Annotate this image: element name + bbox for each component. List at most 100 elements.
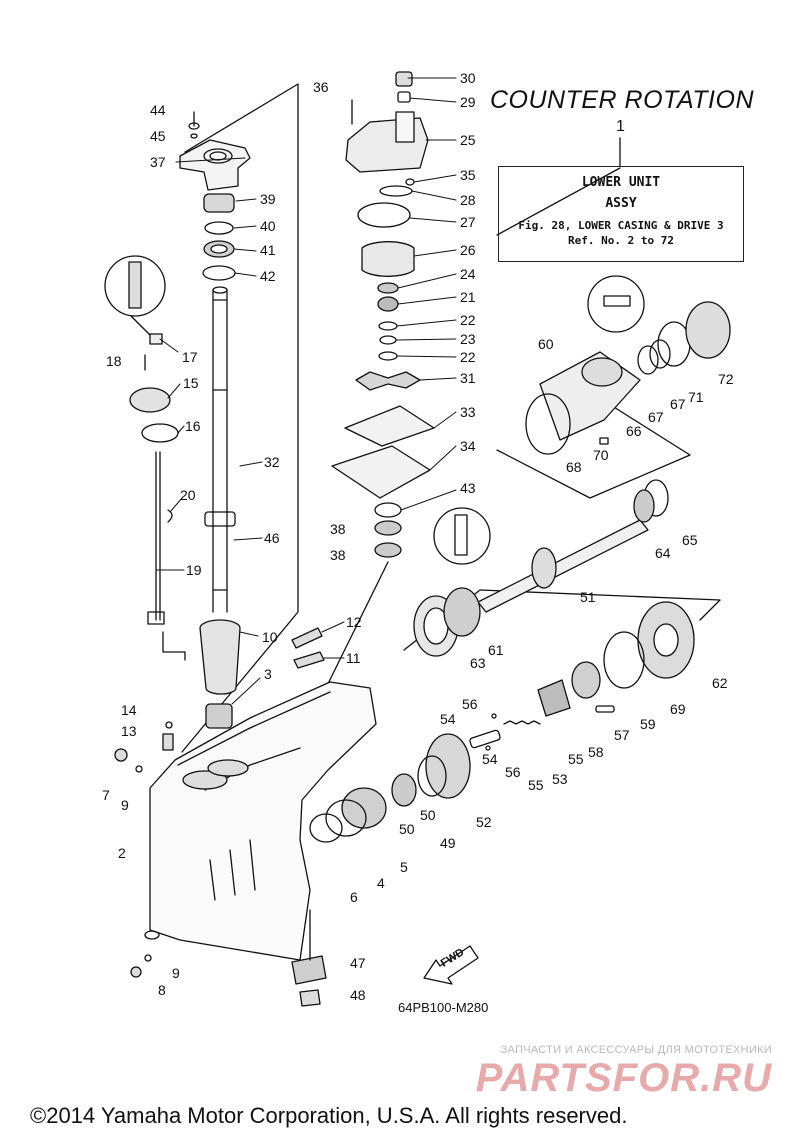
part-number: 8 [158, 982, 166, 998]
part-number: 67 [670, 396, 686, 412]
part-number: 32 [264, 454, 280, 470]
part-number: 30 [460, 70, 476, 86]
part-number: 53 [552, 771, 568, 787]
lower-casing [144, 681, 377, 961]
part-number: 12 [346, 614, 362, 630]
drive-shaft [204, 286, 236, 613]
part-number: 9 [172, 965, 180, 981]
part-number: 28 [460, 192, 476, 208]
part-number: 25 [460, 132, 476, 148]
part-number: 22 [460, 349, 476, 365]
part-number: 5 [400, 859, 408, 875]
part-number: 47 [350, 955, 366, 971]
part-number: 54 [482, 751, 498, 767]
part-number: 21 [460, 289, 476, 305]
callout-line-1: LOWER UNIT [581, 175, 661, 190]
part-number: 39 [260, 191, 276, 207]
part-number: 55 [528, 777, 544, 793]
part-number: 3 [264, 666, 272, 682]
part-number: 61 [488, 642, 504, 658]
part-number: 35 [460, 167, 476, 183]
part-number: 13 [121, 723, 137, 739]
part-number: 45 [150, 128, 166, 144]
part-number: 43 [460, 480, 476, 496]
part-number: 11 [346, 650, 361, 666]
part-number: 70 [593, 447, 609, 463]
gear-set [537, 601, 695, 717]
reverse-gear-assy [391, 713, 541, 807]
part-number: 56 [462, 696, 478, 712]
part-number: 26 [460, 242, 476, 258]
watermark-tagline: ЗАПЧАСТИ И АКСЕССУАРЫ ДЛЯ МОТОТЕХНИКИ [500, 1044, 772, 1056]
part-number: 62 [712, 675, 728, 691]
part-number: 42 [260, 268, 276, 284]
part-number: 66 [626, 423, 642, 439]
part-number: 33 [460, 404, 476, 420]
part-number: 36 [313, 79, 329, 95]
part-number: 65 [682, 532, 698, 548]
part-number: 18 [106, 353, 122, 369]
sleeves [199, 619, 325, 729]
propeller-shaft [413, 479, 669, 657]
part-number: 60 [538, 336, 554, 352]
part-number: 51 [580, 589, 596, 605]
part-number: 38 [330, 521, 346, 537]
part-number: 67 [648, 409, 664, 425]
part-number: 31 [460, 370, 476, 386]
part-number: 44 [150, 102, 166, 118]
figure-code: 64PB100-M280 [398, 1000, 489, 1015]
callout-line-4: Ref. No. 2 to 72 [568, 234, 674, 247]
part-number: 63 [470, 655, 486, 671]
callout-line-2: ASSY [605, 196, 637, 211]
part-number: 64 [655, 545, 671, 561]
fwd-arrow-icon [423, 945, 479, 985]
callout-line-3: Fig. 28, LOWER CASING & DRIVE 3 [518, 219, 724, 232]
part-number: 20 [180, 487, 196, 503]
part-number: 50 [399, 821, 415, 837]
part-number: 56 [505, 764, 521, 780]
part-number: 55 [568, 751, 584, 767]
part-number: 69 [670, 701, 686, 717]
part-number: 54 [440, 711, 456, 727]
part-number: 27 [460, 214, 476, 230]
shift-rod [104, 255, 179, 625]
part-number: 48 [350, 987, 366, 1003]
part-number: 10 [262, 629, 278, 645]
part-number: 72 [718, 371, 734, 387]
part-number: 49 [440, 835, 456, 851]
callout-box: LOWER UNIT ASSY Fig. 28, LOWER CASING & … [498, 166, 744, 262]
part-number: 50 [420, 807, 436, 823]
part-number: 71 [688, 389, 704, 405]
part-number: 40 [260, 218, 276, 234]
part-number: 2 [118, 845, 126, 861]
bearing-housing [179, 111, 251, 281]
part-number: 68 [566, 459, 582, 475]
part-number: 46 [264, 530, 280, 546]
part-number: 6 [350, 889, 358, 905]
watermark-logo: PARTSFOR.RU [475, 1056, 772, 1100]
part-number: 58 [588, 744, 604, 760]
part-number: 29 [460, 94, 476, 110]
front-bearing [309, 787, 387, 843]
part-number: 41 [260, 242, 276, 258]
part-number: 52 [476, 814, 492, 830]
small-fasteners [114, 721, 174, 978]
part-number: 23 [460, 331, 476, 347]
copyright-notice: ©2014 Yamaha Motor Corporation, U.S.A. A… [30, 1103, 628, 1128]
part-number: 37 [150, 154, 166, 170]
part-number: 4 [377, 875, 385, 891]
part-number: 24 [460, 266, 476, 282]
callout-ref-number: 1 [616, 118, 625, 135]
part-number: 15 [183, 375, 199, 391]
part-number: 14 [121, 702, 137, 718]
part-number: 59 [640, 716, 656, 732]
leader-lines [155, 77, 457, 705]
housing-assy [525, 275, 731, 455]
part-number: 9 [121, 797, 129, 813]
diagram-title: COUNTER ROTATION [490, 86, 755, 114]
part-number: 34 [460, 438, 476, 454]
part-number: 38 [330, 547, 346, 563]
part-number: 22 [460, 312, 476, 328]
